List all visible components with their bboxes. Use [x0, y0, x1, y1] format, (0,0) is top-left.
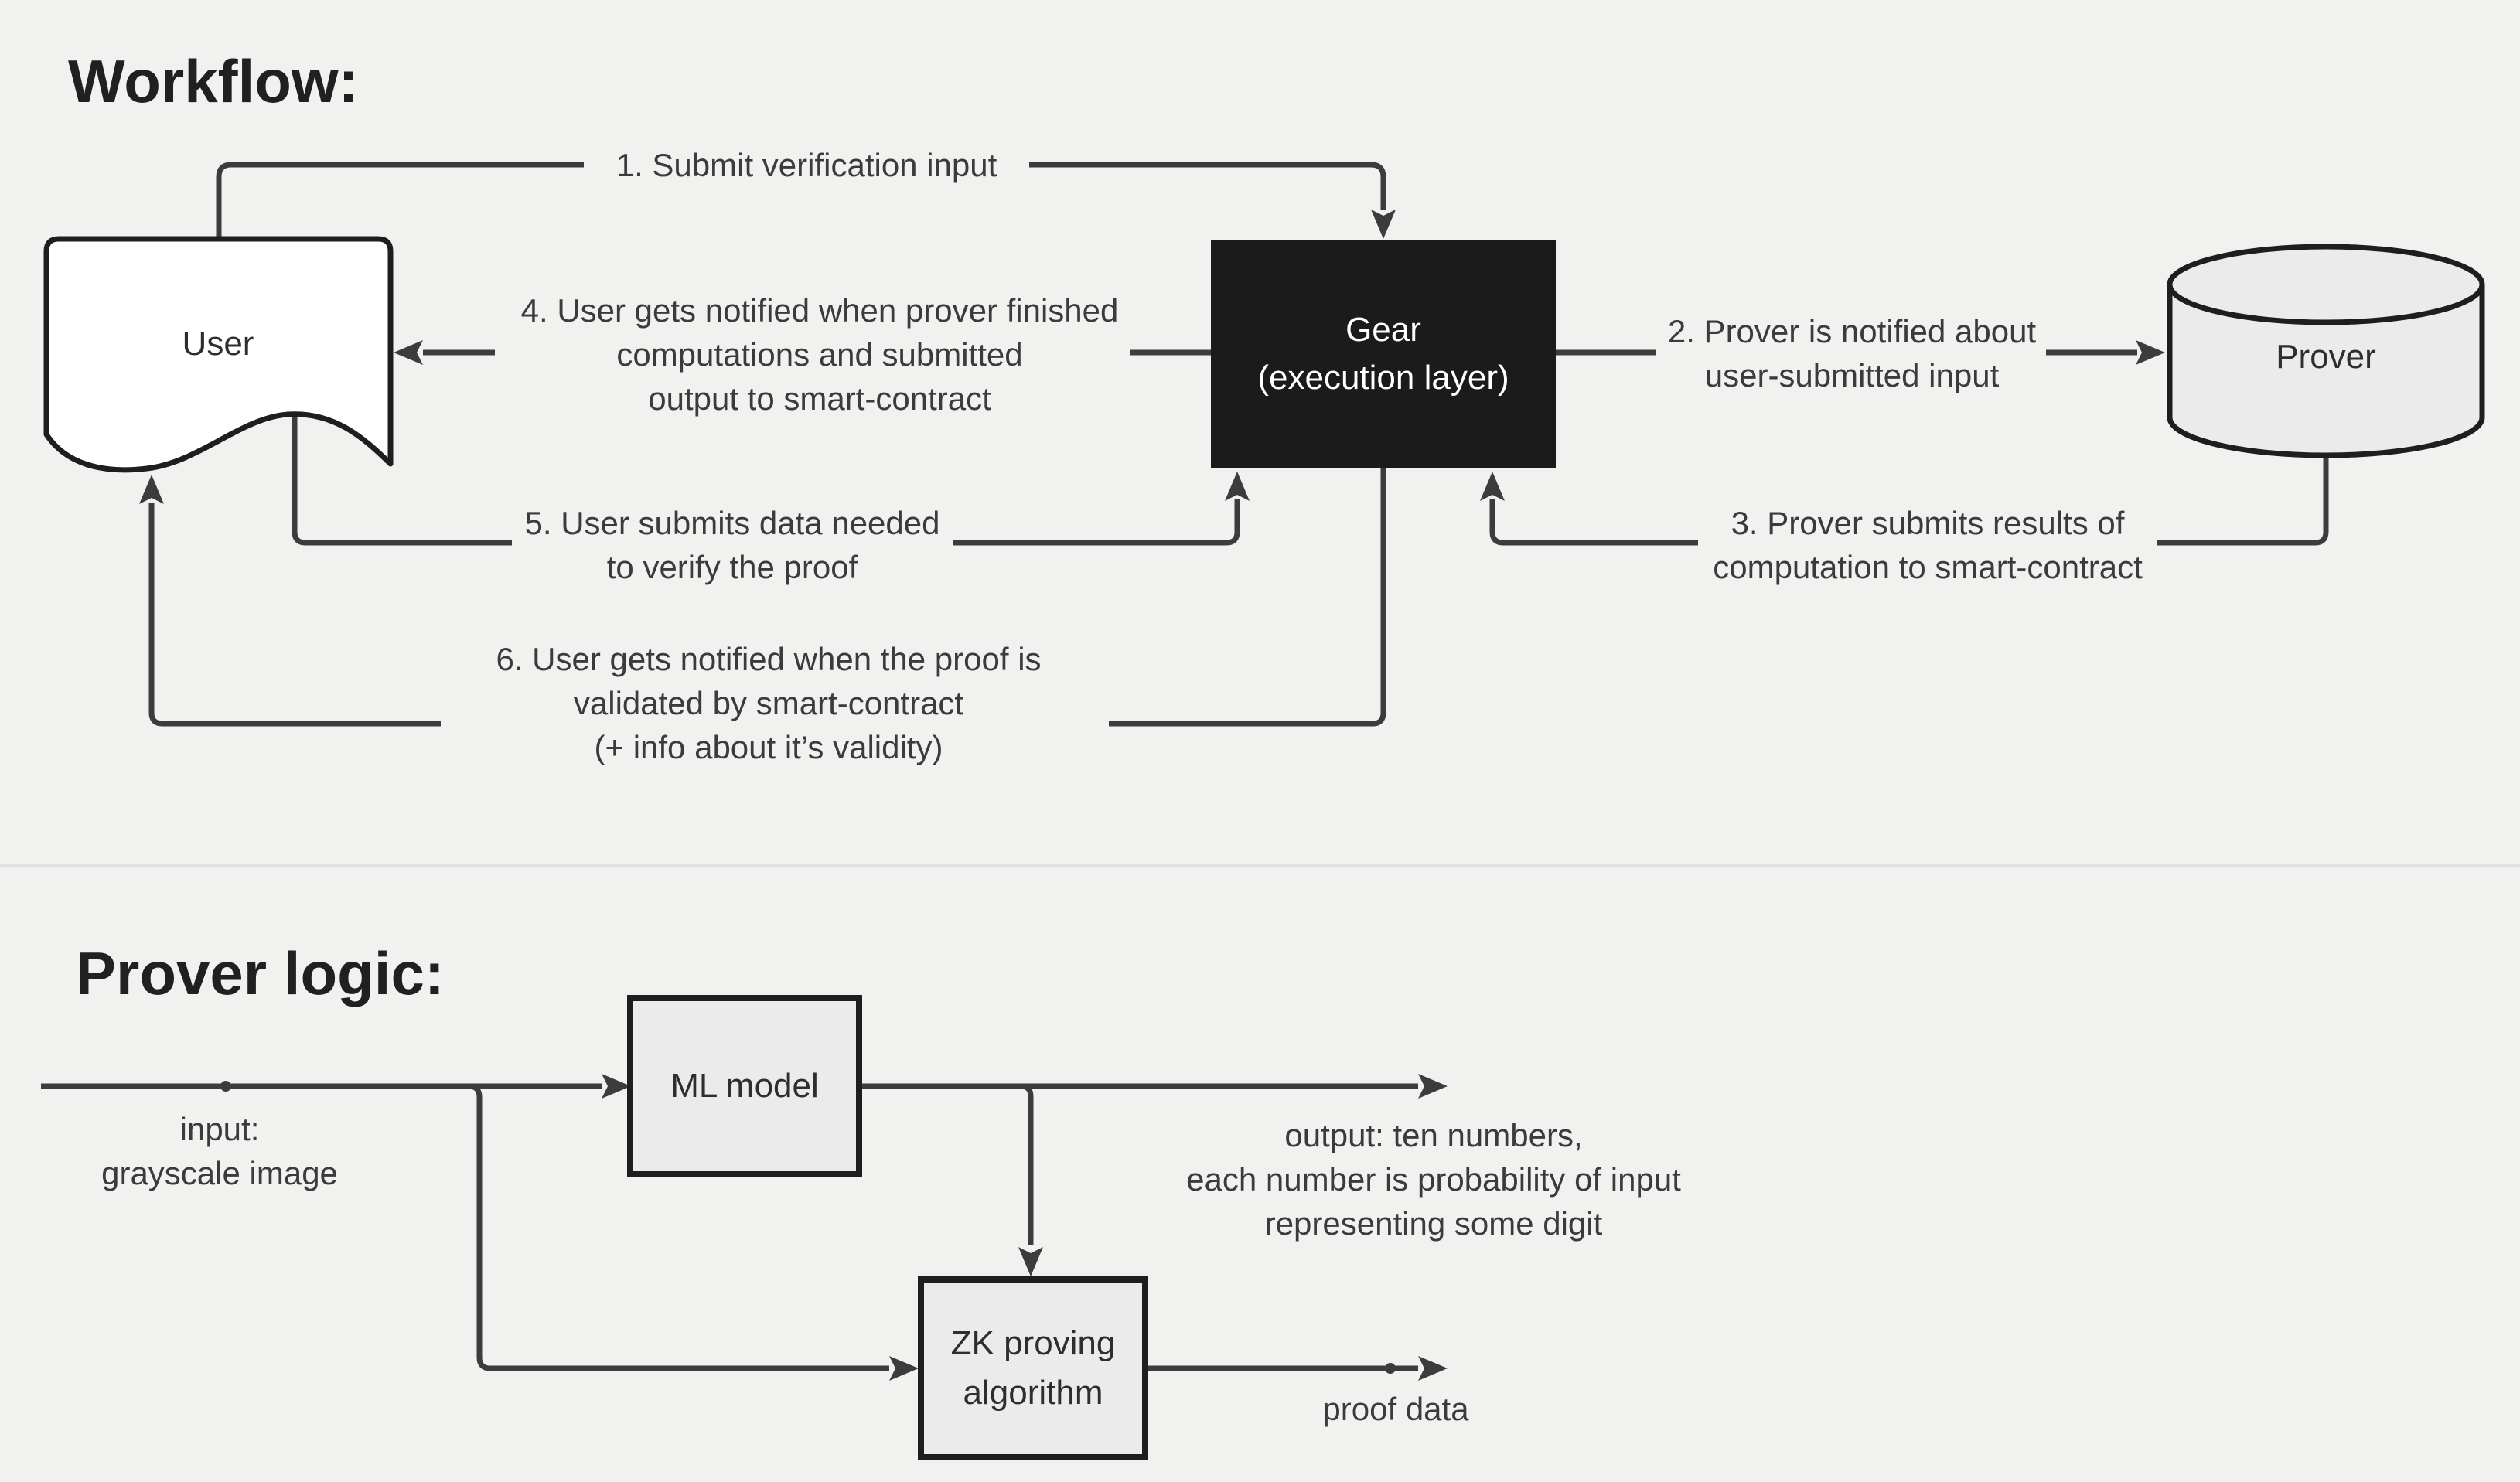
arrowhead-step1-down-icon	[1371, 210, 1396, 239]
arrowhead-ml-input-right-icon	[602, 1074, 631, 1099]
step2-label: 2. Prover is notified about user-submitt…	[1667, 313, 2037, 393]
prover-logic-title: Prover logic:	[76, 939, 445, 1007]
arrowhead-step6-up-icon	[139, 475, 164, 504]
gear-node-label: Gear (execution layer)	[1257, 311, 1509, 397]
ml-model-label: ML model	[670, 1067, 819, 1105]
step6-label: 6. User gets notified when the proof is …	[496, 641, 1042, 765]
workflow-arrowheads	[139, 210, 2165, 504]
prover-logic-connectors	[41, 1083, 1418, 1371]
prover-node-label: Prover	[2276, 338, 2376, 376]
arrowhead-step4-left-icon	[394, 340, 423, 365]
input-label: input: grayscale image	[101, 1111, 338, 1191]
arrowhead-output-right-icon	[1418, 1074, 1448, 1099]
arrowhead-zk-input-right-icon	[889, 1356, 919, 1381]
step3-line-right	[2157, 455, 2329, 546]
output-label: output: ten numbers, each number is prob…	[1186, 1117, 1681, 1242]
step6-line-left	[148, 503, 441, 727]
arrowhead-zk-top-down-icon	[1018, 1247, 1043, 1276]
ml-model-box	[627, 995, 862, 1177]
arrowhead-step2-right-icon	[2136, 340, 2165, 365]
step3-label: 3. Prover submits results of computation…	[1713, 505, 2143, 585]
arrowhead-step3-up-icon	[1480, 472, 1505, 501]
arrowhead-proof-right-icon	[1418, 1356, 1448, 1381]
arrowhead-step5-up-icon	[1225, 472, 1250, 501]
step3-line-left	[1489, 499, 1698, 546]
step1-label: 1. Submit verification input	[616, 147, 997, 183]
prover-cylinder-body	[2167, 284, 2485, 458]
step5-label: 5. User submits data needed to verify th…	[524, 505, 940, 585]
ml-to-zk-branch-line	[1020, 1083, 1034, 1245]
prover-cylinder-top	[2167, 244, 2485, 325]
input-branch-line	[468, 1083, 889, 1371]
user-shape	[43, 236, 394, 473]
prover-logic-arrowheads	[220, 1074, 1448, 1381]
input-line-dot	[220, 1081, 231, 1092]
workflow-connectors	[148, 162, 2329, 727]
step4-label: 4. User gets notified when prover finish…	[520, 292, 1119, 417]
step1-line-right	[1029, 162, 1386, 210]
step5-line-left	[292, 417, 512, 546]
step1-line-left	[216, 162, 584, 239]
step5-line-right	[953, 499, 1240, 546]
zk-algorithm-label: ZK proving algorithm	[950, 1324, 1116, 1412]
proof-line-dot	[1385, 1363, 1396, 1374]
workflow-title: Workflow:	[68, 47, 359, 115]
gear-box	[1211, 240, 1556, 468]
proof-data-label: proof data	[1322, 1391, 1469, 1427]
user-node-label: User	[182, 325, 254, 363]
prover-cylinder	[2167, 244, 2485, 458]
zk-algorithm-box	[918, 1276, 1148, 1460]
step6-line-right	[1109, 466, 1386, 727]
